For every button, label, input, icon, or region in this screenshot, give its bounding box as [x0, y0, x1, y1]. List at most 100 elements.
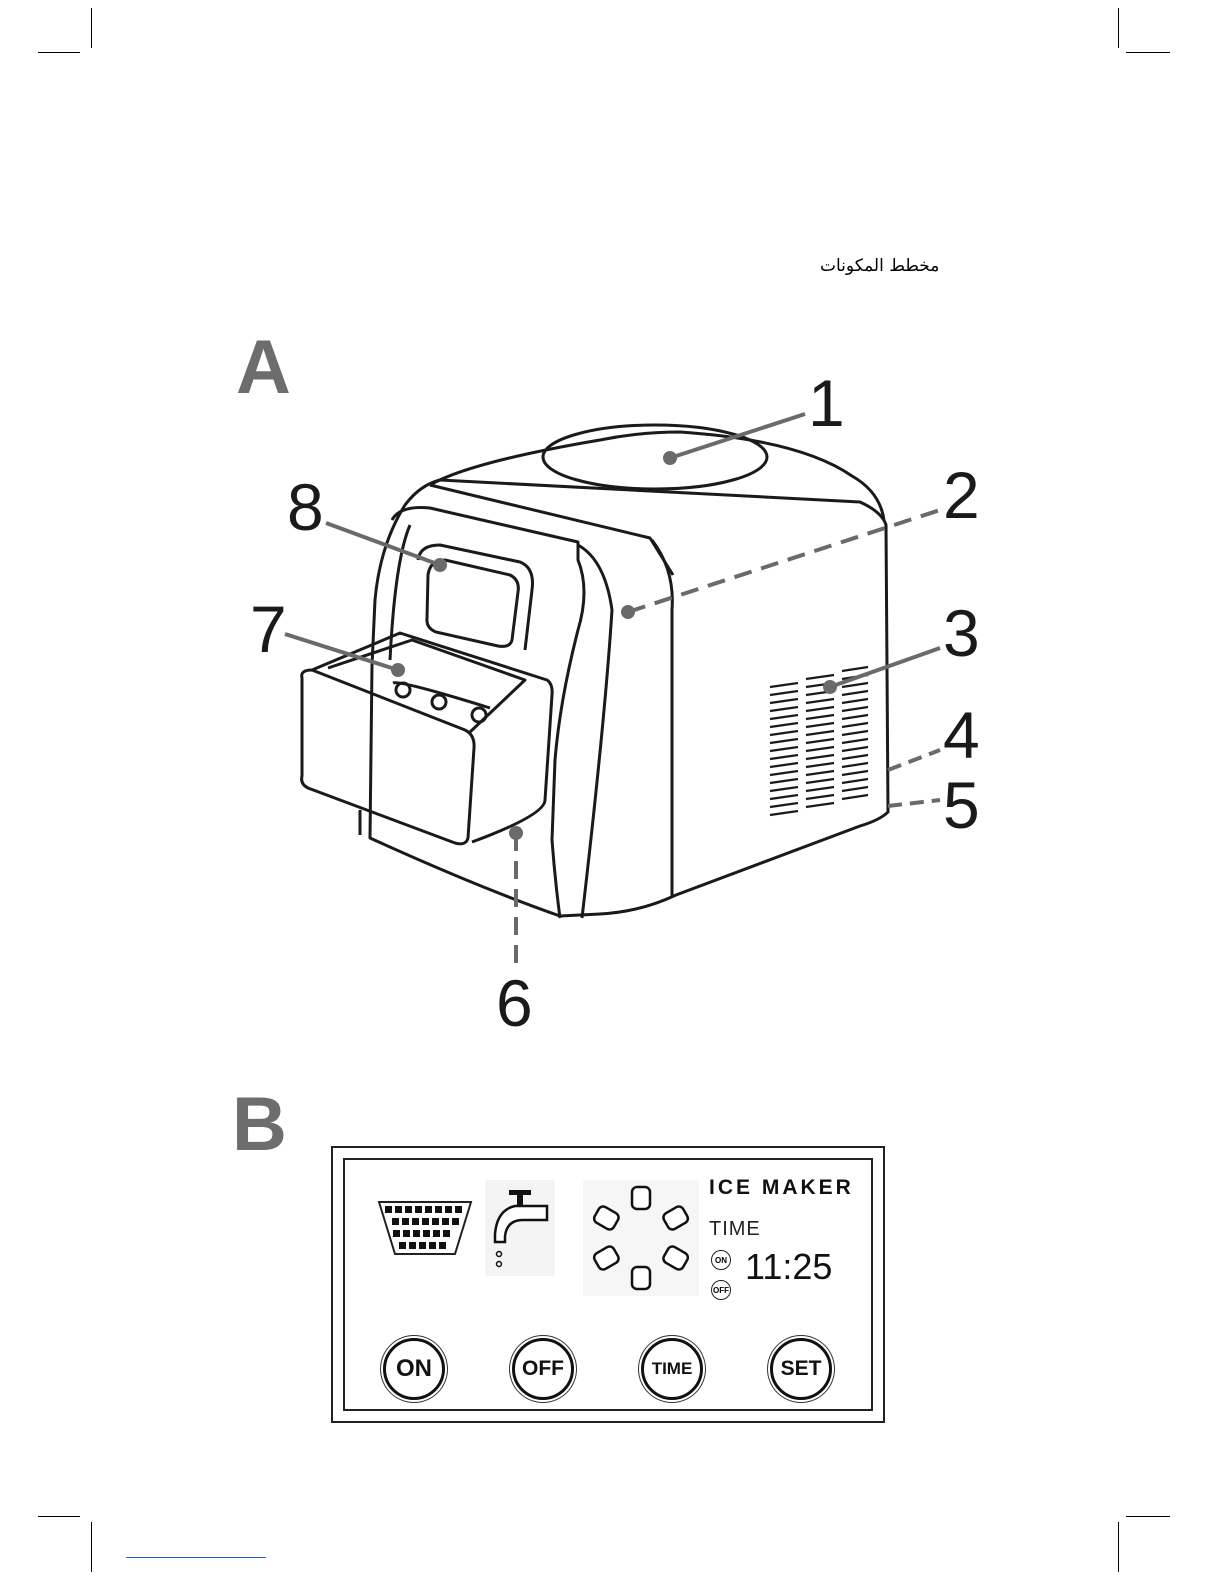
- callout-3: 3: [943, 596, 980, 670]
- vent-slot: [842, 667, 868, 671]
- vent-slot: [770, 699, 798, 703]
- ice-cube-mark: [443, 1230, 450, 1237]
- control-panel: ICE MAKER TIME ON OFF 11:25 ON OFF TIME …: [331, 1146, 885, 1423]
- ice-cube-mark: [433, 1230, 440, 1237]
- display-window: [427, 560, 518, 646]
- vent-slot: [842, 691, 868, 695]
- vent-slot: [842, 747, 868, 751]
- vent-slot: [770, 779, 798, 783]
- section-b-label: B: [232, 1087, 287, 1163]
- vent-slot: [806, 771, 834, 775]
- vent-grille: [770, 667, 868, 815]
- vent-slot: [842, 771, 868, 775]
- crop-mark: [38, 1516, 80, 1517]
- ice-maker-diagram: 1 2 3 4 5 6 7 8: [0, 0, 1225, 1060]
- vent-slot: [770, 795, 798, 799]
- ice-cube-mark: [409, 1242, 416, 1249]
- ice-cube-mark: [429, 1242, 436, 1249]
- time-label: TIME: [709, 1218, 761, 1241]
- vent-slot: [770, 739, 798, 743]
- crop-mark: [1126, 1516, 1170, 1517]
- vent-slot: [842, 723, 868, 727]
- vent-slot: [806, 731, 834, 735]
- ice-cube-mark: [632, 1267, 650, 1289]
- ice-cube-mark: [393, 1230, 400, 1237]
- callout-8: 8: [287, 470, 324, 544]
- vent-slot: [806, 763, 834, 767]
- ice-cube-mark: [452, 1218, 459, 1225]
- vent-slot: [806, 795, 834, 799]
- ice-cube-mark: [425, 1206, 432, 1213]
- ice-cube-mark: [632, 1187, 650, 1209]
- ice-cube-mark: [415, 1206, 422, 1213]
- vent-slot: [806, 803, 834, 807]
- vent-slot: [806, 699, 834, 703]
- ice-cube-mark: [432, 1218, 439, 1225]
- timer-on-indicator: ON: [711, 1250, 731, 1270]
- off-button[interactable]: OFF: [512, 1338, 574, 1400]
- ice-cube-mark: [395, 1206, 402, 1213]
- vent-slot: [770, 803, 798, 807]
- vent-slot: [770, 691, 798, 695]
- vent-slot: [842, 739, 868, 743]
- panel-title: ICE MAKER: [709, 1176, 854, 1200]
- ice-cube-mark: [412, 1218, 419, 1225]
- ice-cube-mark: [405, 1206, 412, 1213]
- crop-mark: [91, 1522, 92, 1572]
- vent-slot: [842, 763, 868, 767]
- vent-slot: [842, 731, 868, 735]
- ice-cube-mark: [439, 1242, 446, 1249]
- vent-slot: [842, 787, 868, 791]
- vent-slot: [842, 715, 868, 719]
- vent-slot: [842, 779, 868, 783]
- footer-rule: [126, 1557, 266, 1558]
- callout-4: 4: [943, 698, 980, 772]
- vent-slot: [770, 707, 798, 711]
- crop-mark: [1118, 1522, 1119, 1572]
- vent-slot: [806, 723, 834, 727]
- vent-slot: [770, 723, 798, 727]
- on-button[interactable]: ON: [383, 1338, 445, 1400]
- ice-cube-mark: [445, 1206, 452, 1213]
- ice-cube-mark: [385, 1206, 392, 1213]
- vent-slot: [770, 771, 798, 775]
- time-display: 11:25: [745, 1246, 832, 1288]
- ice-cube-mark: [422, 1218, 429, 1225]
- ice-cube-mark: [435, 1206, 442, 1213]
- ice-cube-size-icon: [583, 1180, 699, 1296]
- lid-outline: [430, 432, 884, 520]
- vent-slot: [842, 795, 868, 799]
- callout-6: 6: [496, 966, 533, 1040]
- set-button[interactable]: SET: [770, 1338, 832, 1400]
- ice-cube-mark: [442, 1218, 449, 1225]
- lid-window: [543, 425, 767, 489]
- vent-slot: [842, 699, 868, 703]
- water-tap-icon: [485, 1180, 555, 1276]
- vent-slot: [770, 731, 798, 735]
- vent-slot: [842, 683, 868, 687]
- vent-slot: [806, 675, 834, 679]
- vent-slot: [806, 779, 834, 783]
- ice-cube-mark: [402, 1218, 409, 1225]
- callout-2: 2: [943, 458, 980, 532]
- ice-cube-mark: [413, 1230, 420, 1237]
- vent-slot: [806, 715, 834, 719]
- callout-7: 7: [250, 592, 287, 666]
- timer-off-indicator: OFF: [711, 1280, 731, 1300]
- vent-slot: [770, 787, 798, 791]
- vent-slot: [806, 739, 834, 743]
- vent-slot: [806, 747, 834, 751]
- vent-slot: [770, 715, 798, 719]
- vent-slot: [770, 683, 798, 687]
- time-button[interactable]: TIME: [641, 1338, 703, 1400]
- ice-cube-mark: [399, 1242, 406, 1249]
- vent-slot: [842, 755, 868, 759]
- vent-slot: [842, 707, 868, 711]
- vent-slot: [806, 707, 834, 711]
- callout-5: 5: [943, 768, 980, 842]
- control-panel-inner: ICE MAKER TIME ON OFF 11:25 ON OFF TIME …: [343, 1158, 873, 1411]
- vent-slot: [770, 811, 798, 815]
- vent-slot: [770, 755, 798, 759]
- ice-cube-mark: [392, 1218, 399, 1225]
- vent-slot: [806, 755, 834, 759]
